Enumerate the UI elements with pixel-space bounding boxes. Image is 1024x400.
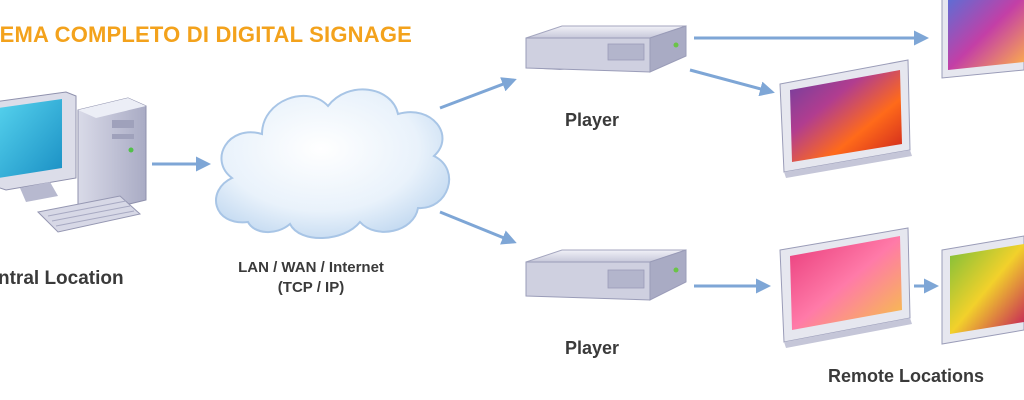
arrow-cloud-to-player-bottom [439, 210, 517, 245]
network-label-line2: (TCP / IP) [277, 279, 345, 296]
network-cloud-icon [215, 88, 451, 239]
player-bottom-device-icon [525, 249, 687, 301]
remote-locations-label: Remote Locations [828, 366, 985, 386]
network-label-line1: LAN / WAN / Internet [238, 259, 384, 276]
arrow-cloud-to-player-top [439, 77, 517, 110]
arrow-player-top-to-display-top [689, 68, 775, 97]
diagram-title: TEMA COMPLETO DI DIGITAL SIGNAGE [0, 22, 413, 47]
display-screen-top-icon [779, 59, 912, 178]
player-bottom-label: Player [565, 338, 620, 358]
display-screen-bottom-right-icon [941, 235, 1024, 345]
display-screen-bottom-left-icon [779, 227, 912, 348]
player-top-device-icon [525, 25, 687, 73]
network-label: LAN / WAN / Internet (TCP / IP) [206, 258, 416, 298]
computer-icon [0, 91, 147, 233]
display-screen-top-right-icon [941, 0, 1024, 79]
player-top-label: Player [565, 110, 620, 130]
central-location-label: ntral Location [0, 268, 124, 289]
